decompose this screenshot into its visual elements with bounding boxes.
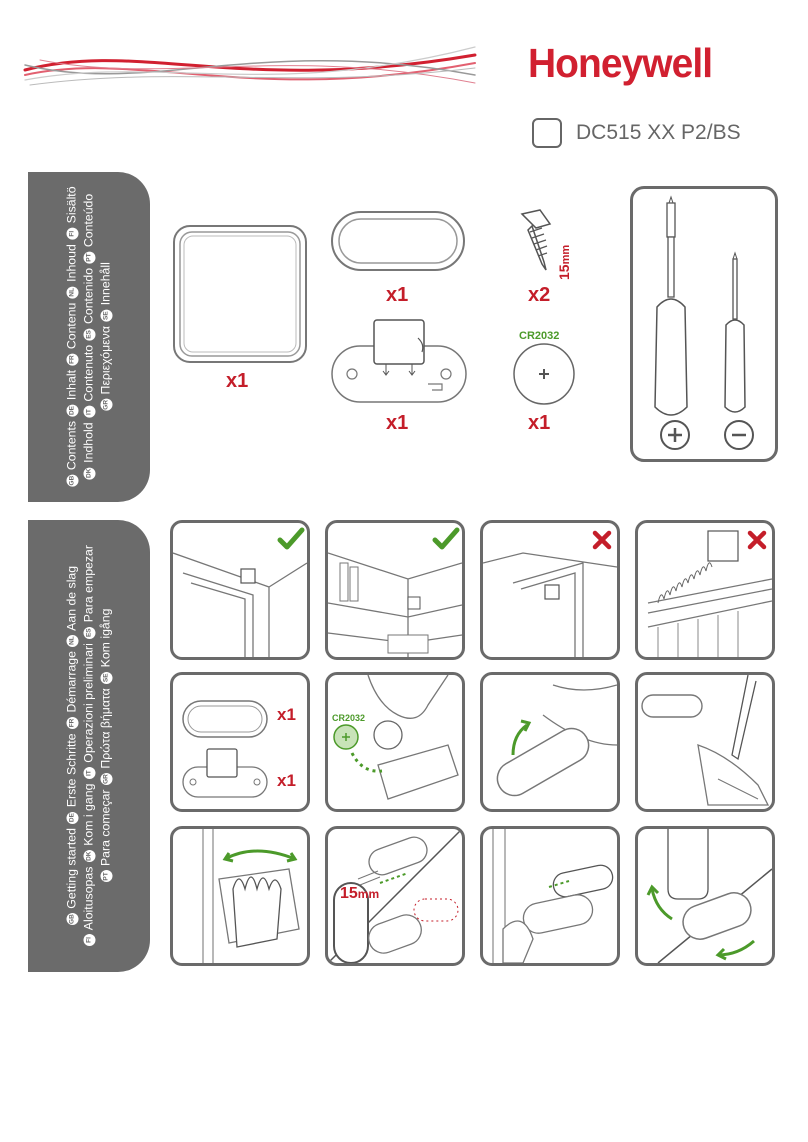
cross-icon (592, 530, 612, 550)
battery-qty: x1 (528, 412, 551, 434)
minus-icon (724, 420, 754, 450)
screw-icon (520, 209, 552, 271)
step-incorrect-metal-door (480, 520, 620, 660)
cover-qty: x1 (226, 370, 249, 392)
step-attach-cover (480, 826, 620, 966)
oval-cover-qty: x1 (386, 284, 409, 306)
screw-mount-illustration (328, 829, 462, 963)
getting-started-line-3: PT Para começar GR Πρώτα βήματα SE Kom i… (98, 608, 113, 883)
contents-tab-text: GB Contents DE Inhalt FR Contenu NL Inho… (64, 186, 115, 487)
contents-line-2: DK Indhold IT Contenuto ES Contenido PT … (81, 193, 96, 480)
cross-icon (747, 530, 767, 550)
step-correct-door-frame (170, 520, 310, 660)
attach-cover-illustration (492, 829, 614, 963)
step-clean-surface (170, 826, 310, 966)
oval-cover-illustration (331, 211, 465, 271)
step-qty-1: x1 (277, 705, 296, 724)
plus-icon (660, 420, 690, 450)
unpack-illustration (182, 700, 268, 798)
break-tab-illustration (641, 675, 770, 806)
step-qty-2: x1 (277, 771, 296, 790)
open-cover-illustration (496, 684, 617, 797)
battery-type-label: CR2032 (519, 330, 560, 342)
step-incorrect-radiator (635, 520, 775, 660)
screw-qty: x2 (528, 284, 551, 306)
step-screw-mount: 15mm (325, 826, 465, 966)
step-screw-length: 15mm (340, 885, 380, 902)
step-correct-shelf (325, 520, 465, 660)
insert-battery-illustration (333, 675, 459, 800)
check-icon (277, 527, 305, 550)
screwdrivers-illustration (654, 195, 746, 416)
getting-started-line-2: FI Aloitusopas DK Kom i gang IT Operazio… (81, 545, 98, 947)
contents-tab: GB Contents DE Inhalt FR Contenu NL Inho… (28, 172, 150, 502)
getting-started-tab-text: GB Getting started DE Erste Schritte FR … (64, 545, 115, 947)
model-number: DC515 XX P2/BS (576, 121, 741, 144)
clean-surface-illustration (202, 829, 300, 963)
step-insert-battery: CR2032 (325, 672, 465, 812)
tools-box (630, 186, 778, 462)
getting-started-tab: GB Getting started DE Erste Schritte FR … (28, 520, 150, 972)
shelf-illustration (328, 552, 462, 657)
step-break-tab (635, 672, 775, 812)
step-open-cover (480, 672, 620, 812)
getting-started-line-1: GB Getting started DE Erste Schritte FR … (64, 565, 79, 926)
check-icon (432, 527, 460, 550)
screw-length-label: 15mm (556, 244, 572, 280)
door-frame-illustration (173, 552, 307, 657)
step-battery-label: CR2032 (332, 713, 366, 723)
square-cover-illustration (173, 225, 307, 363)
metal-door-illustration (483, 552, 617, 657)
mounting-plate-illustration (331, 319, 467, 403)
model-checkbox[interactable] (532, 118, 562, 148)
mounting-plate-qty: x1 (386, 412, 409, 434)
contents-line-3: GR Περιεχόμενα SE Innehåll (98, 262, 113, 411)
brand-logo: Honeywell (528, 40, 713, 86)
remove-cover-illustration (646, 829, 772, 963)
step-unpack: x1 x1 (170, 672, 310, 812)
step-remove-cover (635, 826, 775, 966)
honeywell-swoosh-logo (23, 46, 477, 86)
battery-icon (513, 343, 575, 405)
radiator-illustration (647, 530, 772, 657)
contents-line-1: GB Contents DE Inhalt FR Contenu NL Inho… (64, 186, 79, 487)
